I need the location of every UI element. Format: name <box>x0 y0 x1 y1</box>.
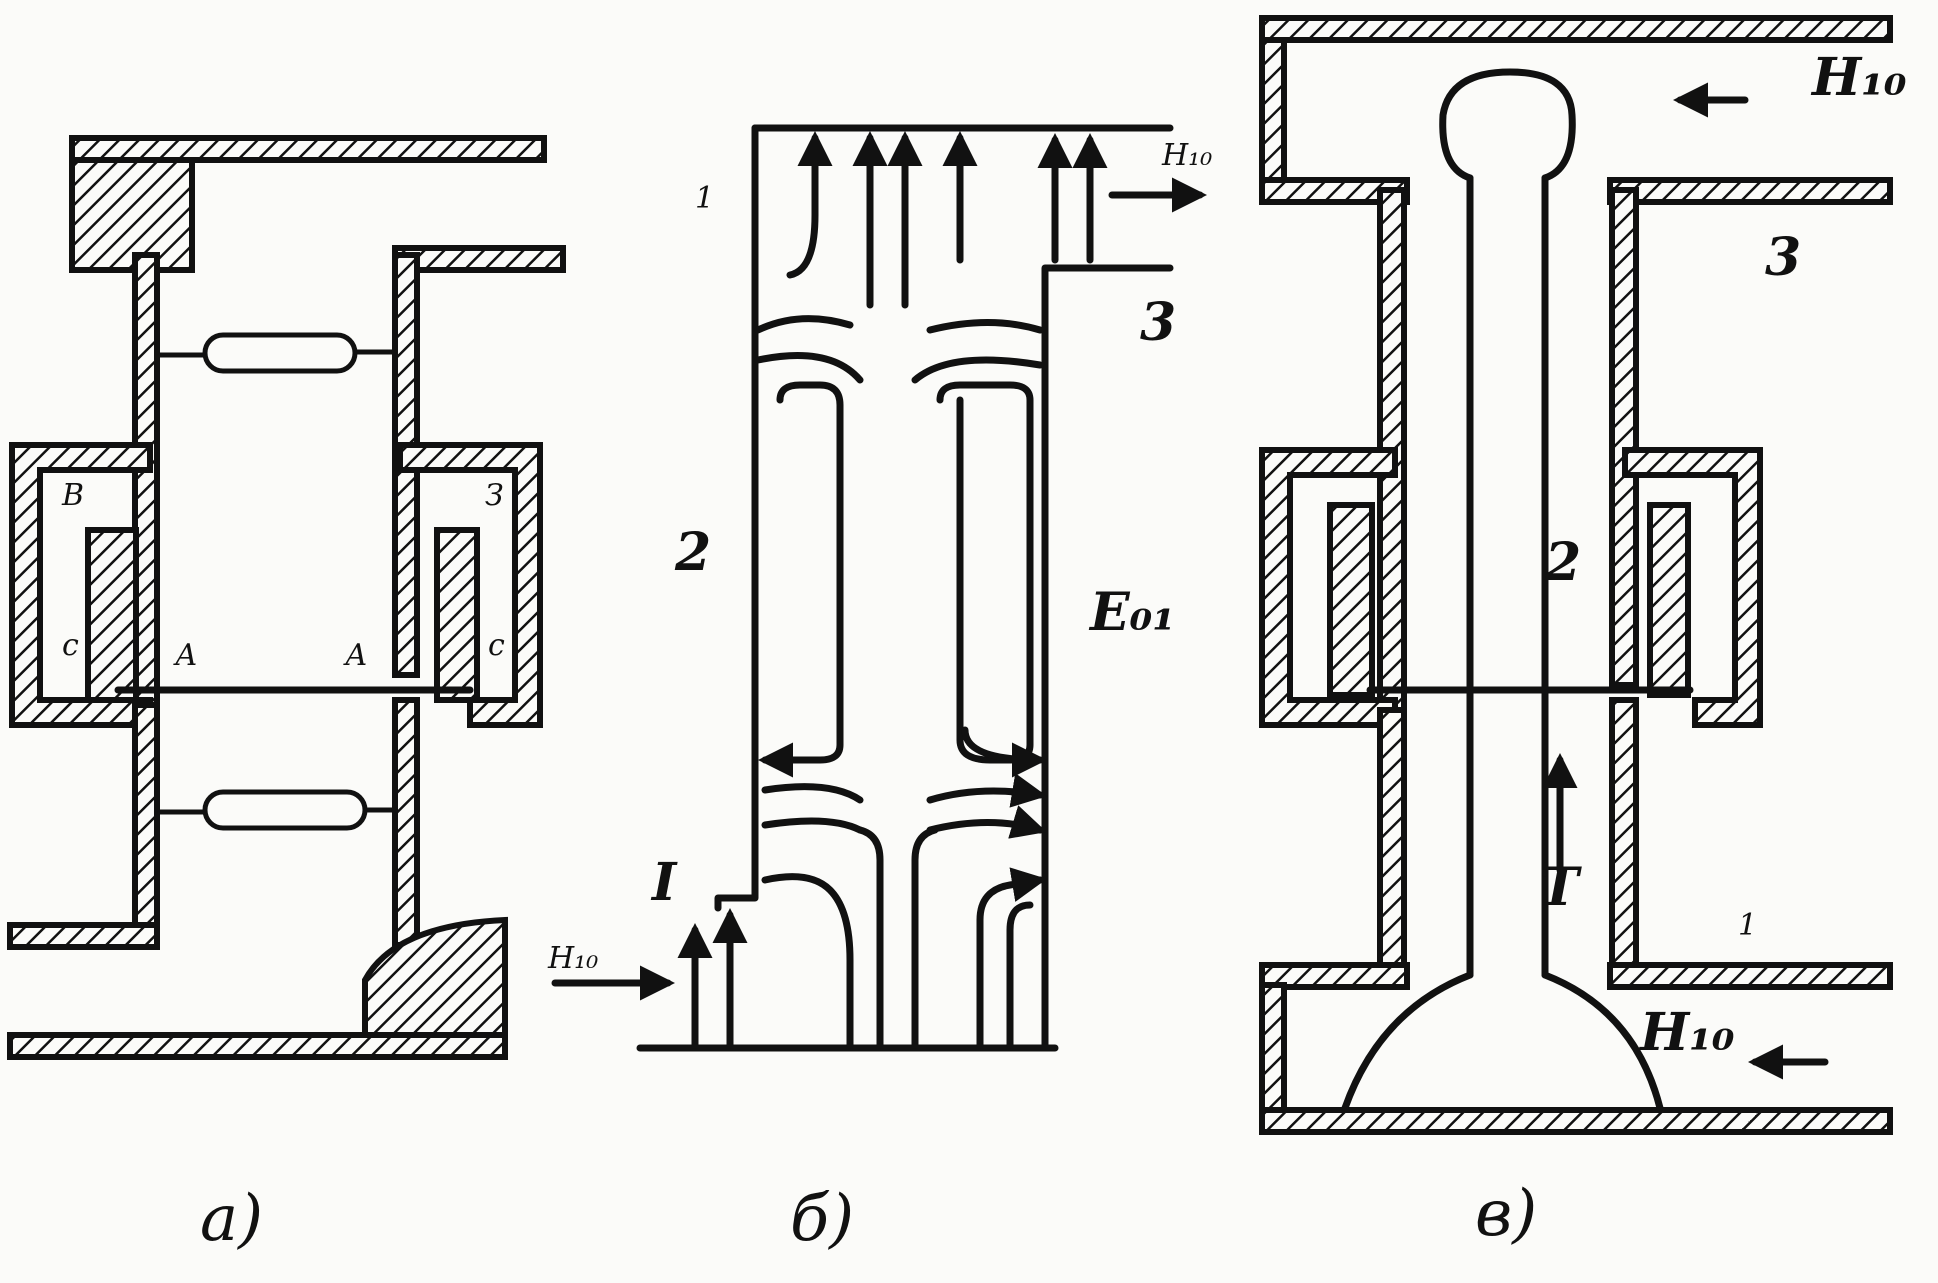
a-label-a-right: А <box>343 638 368 673</box>
a-label-c-right: с <box>488 628 505 663</box>
c-bottom-guide-left-wall <box>1259 982 1287 1123</box>
b-label-e-field: E₀₁ <box>1088 582 1175 643</box>
b-flow-top-1 <box>786 131 833 279</box>
c-label-port-three: 3 <box>1765 227 1801 288</box>
c-left-lower-wall <box>1377 707 1407 983</box>
a-bottom-guide-lower-wall <box>7 1032 508 1060</box>
a-label-z: З <box>485 478 504 513</box>
c-label-h-top: H₁₀ <box>1810 47 1907 108</box>
b-label-port-two: 2 <box>674 522 711 583</box>
c-top-guide-left-wall <box>1259 37 1287 198</box>
a-right-choke-inner <box>434 527 480 703</box>
c-label-port-one: 1 <box>1738 908 1757 943</box>
a-top-guide-lower-wall <box>392 245 566 273</box>
a-left-choke-inner <box>85 527 139 703</box>
b-label-h-in: H₁₀ <box>547 941 598 976</box>
b-lower-left-loop <box>761 873 854 1049</box>
a-lower-probe <box>202 789 368 831</box>
b-loop-left <box>758 381 844 778</box>
c-top-guide-upper-wall <box>1259 15 1893 43</box>
b-center-line-1 <box>856 826 884 1049</box>
a-label-b: В <box>61 478 84 513</box>
a-bottom-guide-upper-left <box>7 922 160 950</box>
figure-c: H₁₀ 3 2 T 1 H₁₀ в) <box>1259 15 1907 1251</box>
c-left-choke <box>1259 447 1398 728</box>
b-center-line-2 <box>911 826 939 1049</box>
b-lower-right-inner <box>1006 901 1034 1049</box>
c-inner-top-knob <box>1439 68 1576 182</box>
a-label-c-left: с <box>62 628 79 663</box>
c-inner-cone-right <box>1541 971 1664 1112</box>
c-label-t-mode: T <box>1540 857 1582 918</box>
b-band-4 <box>761 821 1040 830</box>
a-top-guide-upper-wall <box>69 135 547 163</box>
a-left-choke <box>9 442 153 728</box>
a-left-lower-wall <box>132 702 160 948</box>
figure-a: В З с с А А а) <box>7 135 566 1256</box>
b-loop-right <box>936 381 1034 764</box>
c-top-guide-lower-right <box>1607 177 1893 205</box>
a-bottom-guide-block <box>362 916 508 1043</box>
c-bottom-guide-upper-right <box>1607 962 1893 990</box>
c-right-choke-inner <box>1647 502 1691 698</box>
c-right-lower-wall <box>1609 697 1639 983</box>
b-label-port-top: 1 <box>695 181 714 216</box>
a-right-lower-wall <box>392 697 420 948</box>
b-label-port-three: 3 <box>1140 292 1176 353</box>
b-left-wall <box>714 124 759 912</box>
b-band-3 <box>761 787 1040 800</box>
b-label-h-out: H₁₀ <box>1161 138 1212 173</box>
b-loop-right-arrow <box>961 726 1047 778</box>
a-caption: а) <box>200 1182 263 1256</box>
c-inner-cone-left <box>1341 971 1474 1112</box>
a-label-a-left: А <box>173 638 198 673</box>
c-label-port-two: 2 <box>1544 532 1581 593</box>
b-caption: б) <box>790 1182 854 1256</box>
b-lower-right-loop <box>976 867 1047 1049</box>
b-band-2 <box>754 352 1044 384</box>
c-right-choke <box>1622 447 1763 728</box>
c-right-upper-wall <box>1609 187 1639 688</box>
a-upper-probe <box>202 332 358 374</box>
figure-b: 1 H₁₀ 3 2 E₀₁ I H₁₀ б) <box>547 124 1212 1256</box>
c-caption: в) <box>1475 1177 1537 1251</box>
b-right-wall <box>1041 264 1174 1052</box>
b-label-port-one: I <box>650 852 678 913</box>
c-bottom-guide-upper-left <box>1259 962 1410 990</box>
c-left-choke-inner <box>1327 502 1375 698</box>
b-band-1 <box>754 315 1044 334</box>
c-label-h-bottom: H₁₀ <box>1638 1002 1735 1063</box>
c-bottom-guide-lower-wall <box>1259 1107 1893 1135</box>
